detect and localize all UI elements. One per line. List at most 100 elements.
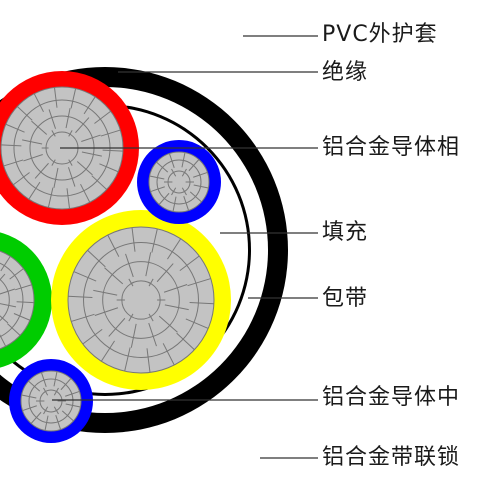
phase-core-red-strand-divider xyxy=(91,175,108,190)
phase-core-yellow-strand-divider xyxy=(156,263,174,283)
neutral-core-bottom xyxy=(9,359,93,443)
neutral-core-top-strand-divider xyxy=(181,152,186,168)
phase-core-red-strand-divider xyxy=(65,108,71,129)
phase-core-green-strand-divider xyxy=(0,334,7,347)
phase-core-yellow-strand-divider xyxy=(162,343,175,366)
phase-core-yellow-strand-divider xyxy=(128,313,134,322)
phase-core-yellow-strand-divider xyxy=(163,284,188,293)
neutral-core-bottom-strand-divider xyxy=(30,411,42,424)
phase-core-green xyxy=(0,232,52,368)
neutral-core-top-strand-divider xyxy=(181,168,187,177)
neutral-core-bottom-strand-divider xyxy=(22,405,37,412)
neutral-core-top-strand-divider xyxy=(158,192,170,205)
phase-core-yellow-strand-divider xyxy=(82,328,103,345)
phase-core-yellow-strand-divider xyxy=(93,289,118,296)
phase-core-yellow-strand-divider xyxy=(145,252,152,277)
label-pvc-sheath: PVC外护套 xyxy=(322,22,438,47)
neutral-core-bottom-strand-divider xyxy=(61,410,74,422)
phase-core-yellow-strand-divider xyxy=(73,271,97,282)
phase-core-green-strand-divider xyxy=(0,288,16,295)
label-armor: 铝合金带联锁 xyxy=(322,445,461,470)
phase-core-yellow-strand-divider xyxy=(68,295,93,299)
phase-core-yellow-strand-divider xyxy=(124,347,131,372)
neutral-core-top-strand-divider xyxy=(156,161,169,173)
neutral-core-top-strand-divider xyxy=(188,159,200,172)
phase-core-red-strand-divider xyxy=(81,151,102,157)
phase-core-yellow-strand-divider xyxy=(187,278,211,287)
phase-core-red-strand-divider xyxy=(51,130,56,137)
neutral-core-bottom-strand-divider xyxy=(43,387,49,396)
label-wrapping-tape: 包带 xyxy=(322,286,369,311)
phase-core-yellow-strand-divider xyxy=(176,332,195,351)
neutral-core-bottom-conductor xyxy=(20,370,82,432)
phase-core-red-strand-divider xyxy=(80,183,91,203)
phase-core-yellow-strand-divider xyxy=(104,267,124,285)
phase-core-yellow-strand-divider xyxy=(130,323,137,348)
phase-core-red-strand-divider xyxy=(81,134,101,143)
neutral-core-top-strand-divider xyxy=(181,187,187,196)
neutral-core-top-strand-divider xyxy=(172,196,177,212)
phase-core-yellow-strand-divider xyxy=(167,238,182,260)
phase-core-red-strand-divider xyxy=(70,88,77,109)
phase-core-red-strand-divider xyxy=(13,172,30,186)
neutral-core-bottom-strand-divider xyxy=(55,415,62,430)
neutral-core-top-strand-divider xyxy=(168,153,175,168)
phase-core-yellow-strand-divider xyxy=(87,249,106,268)
phase-core-red-strand-divider xyxy=(53,87,58,108)
neutral-core-top-strand-divider xyxy=(149,175,165,180)
phase-core-red-strand-divider xyxy=(68,159,73,166)
phase-core-green-strand-divider xyxy=(0,303,17,308)
phase-core-red-strand-divider xyxy=(68,130,73,137)
phase-core-green-strand-divider xyxy=(7,323,21,336)
phase-core-red-strand-divider xyxy=(34,162,49,179)
phase-core-yellow-strand-ring xyxy=(83,242,199,358)
phase-core-red-strand-divider xyxy=(16,106,33,121)
phase-core-red-strand-divider xyxy=(102,149,123,152)
phase-core-yellow-strand-divider xyxy=(125,253,134,278)
neutral-core-top-strand-divider xyxy=(183,196,190,211)
phase-core-green-strand-ring xyxy=(0,278,10,322)
phase-core-green-strand-divider xyxy=(0,315,9,324)
phase-core-yellow-strand-divider xyxy=(128,278,134,287)
phase-core-red-strand-divider xyxy=(31,120,48,135)
phase-core-yellow-strand-ring xyxy=(102,261,180,339)
neutral-core-top-strand-divider xyxy=(171,168,177,177)
phase-core-red-strand-divider xyxy=(22,139,43,145)
phase-core-red-strand-divider xyxy=(75,117,90,134)
phase-core-red-strand-divider xyxy=(53,167,59,188)
phase-core-yellow-strand-divider xyxy=(146,348,151,373)
neutral-core-bottom-strand-divider xyxy=(53,371,58,387)
phase-core-yellow xyxy=(51,210,231,390)
phase-core-yellow-strand-divider xyxy=(151,228,158,253)
neutral-core-bottom-strand-ring xyxy=(28,378,74,424)
neutral-core-bottom-strand-divider xyxy=(65,390,80,397)
phase-core-yellow-strand-divider xyxy=(148,313,154,322)
phase-core-red-strand-divider xyxy=(51,159,56,166)
phase-core-red-strand-divider xyxy=(23,153,43,162)
phase-core-red-strand-divider xyxy=(47,187,54,208)
neutral-core-bottom-strand-divider xyxy=(53,406,59,415)
phase-core-red-strand-divider xyxy=(94,110,111,124)
phase-core-red-strand-divider xyxy=(83,96,96,115)
phase-core-yellow-strand-divider xyxy=(158,315,178,333)
phase-core-yellow-conductor xyxy=(67,226,215,374)
phase-core-yellow-strand-divider xyxy=(164,304,189,311)
label-phase-conductor: 铝合金导体相 xyxy=(322,135,461,160)
neutral-core-bottom-strand-divider xyxy=(21,394,37,399)
phase-core-yellow-strand-divider xyxy=(148,278,154,287)
phase-core-red-strand-divider xyxy=(33,93,44,113)
phase-core-green-strand-ring xyxy=(0,262,24,338)
neutral-core-top-strand-divider xyxy=(189,191,202,203)
phase-core-red-strand-divider xyxy=(28,181,41,200)
neutral-core-top-conductor xyxy=(148,151,210,213)
phase-core-yellow-strand-divider xyxy=(71,313,95,322)
neutral-core-top-strand-divider xyxy=(150,186,165,193)
leader-lines xyxy=(52,35,318,459)
neutral-core-top-strand-divider xyxy=(193,171,208,178)
neutral-core-bottom-strand-divider xyxy=(28,380,41,392)
neutral-core-bottom-strand-divider xyxy=(43,406,49,415)
phase-core-yellow-strand-divider xyxy=(148,322,157,347)
phase-core-red-strand-divider xyxy=(66,188,71,209)
